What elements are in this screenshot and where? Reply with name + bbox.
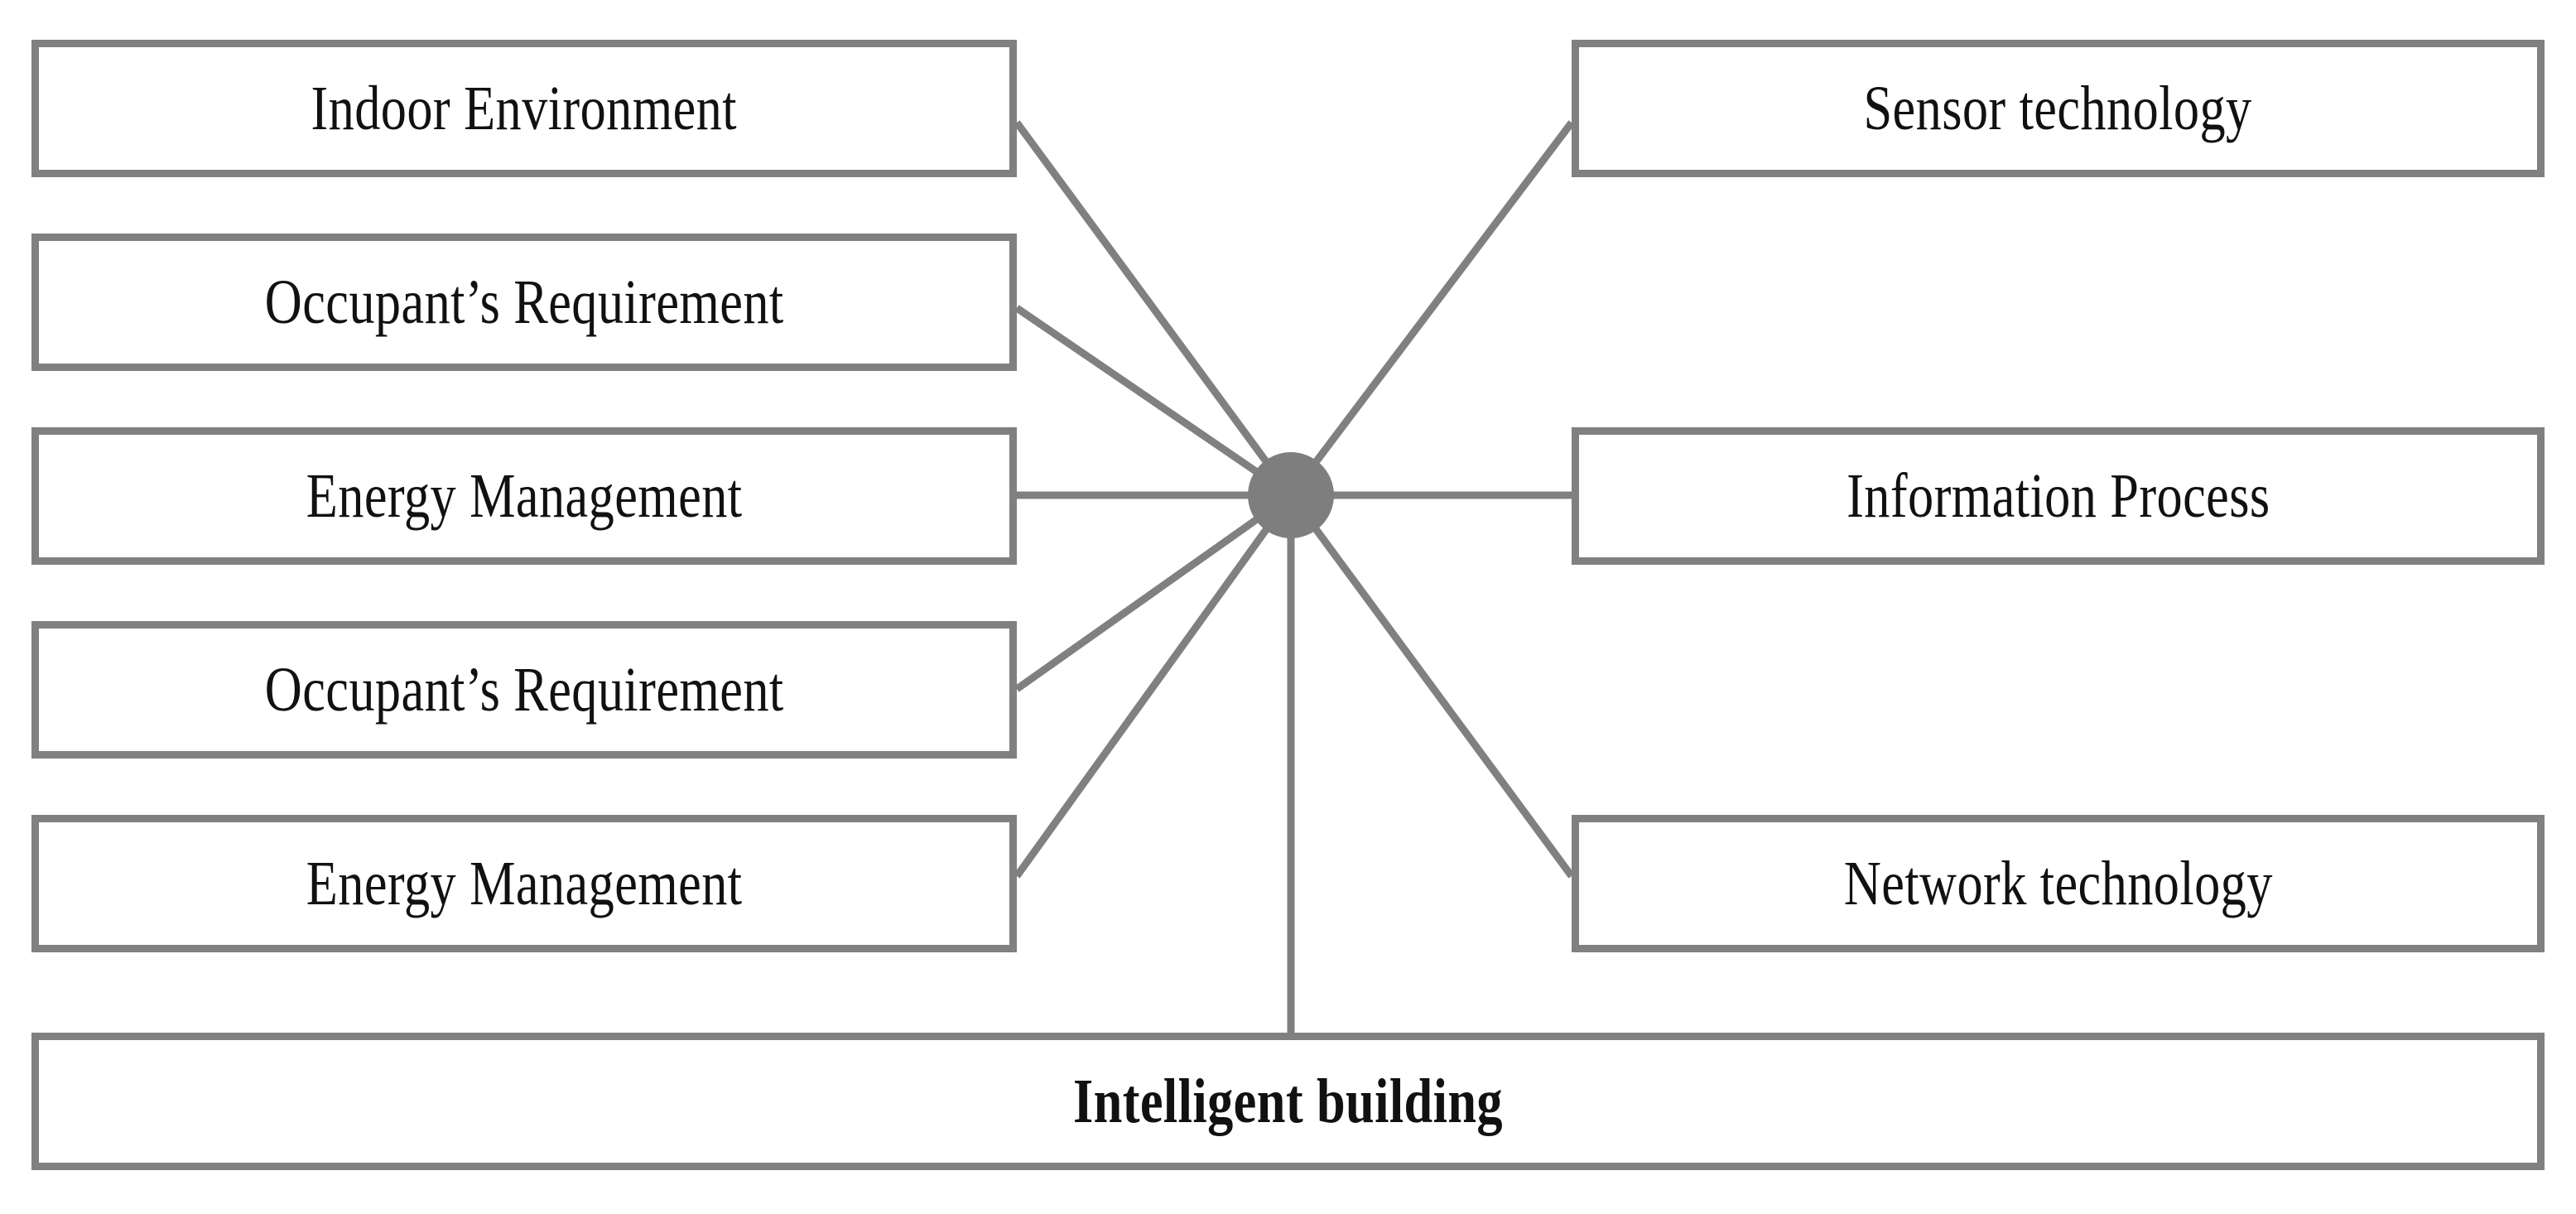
central-hub[interactable] — [1248, 452, 1334, 538]
node-label-occupants-requirement-1: Occupant’s Requirement — [264, 267, 784, 337]
edge-indoor-environment-to-central-hub — [1014, 120, 1294, 498]
edge-central-hub-to-sensor-technology — [1288, 120, 1575, 498]
node-label-intelligent-building: Intelligent building — [1072, 1067, 1504, 1136]
node-label-indoor-environment: Indoor Environment — [311, 74, 738, 143]
node-box-information-process[interactable]: Information Process — [1572, 427, 2545, 565]
node-box-intelligent-building[interactable]: Intelligent building — [31, 1033, 2545, 1170]
node-box-network-technology[interactable]: Network technology — [1572, 815, 2545, 952]
node-box-indoor-environment[interactable]: Indoor Environment — [31, 40, 1017, 177]
node-box-energy-management-2[interactable]: Energy Management — [31, 815, 1017, 952]
node-label-energy-management-1: Energy Management — [306, 461, 743, 531]
node-box-occupants-requirement-2[interactable]: Occupant’s Requirement — [31, 621, 1017, 759]
edge-occupants-requirement-2-to-central-hub — [1014, 492, 1293, 692]
node-box-energy-management-1[interactable]: Energy Management — [31, 427, 1017, 565]
node-box-sensor-technology[interactable]: Sensor technology — [1572, 40, 2545, 177]
node-label-occupants-requirement-2: Occupant’s Requirement — [264, 655, 784, 725]
node-label-network-technology: Network technology — [1843, 849, 2273, 918]
node-label-information-process: Information Process — [1846, 461, 2270, 531]
edge-occupants-requirement-1-to-central-hub — [1014, 305, 1293, 499]
edge-central-hub-to-network-technology — [1288, 493, 1575, 879]
node-label-sensor-technology: Sensor technology — [1863, 74, 2253, 143]
node-box-occupants-requirement-1[interactable]: Occupant’s Requirement — [31, 234, 1017, 371]
node-label-energy-management-2: Energy Management — [306, 849, 743, 918]
edge-energy-management-2-to-central-hub — [1014, 493, 1294, 879]
